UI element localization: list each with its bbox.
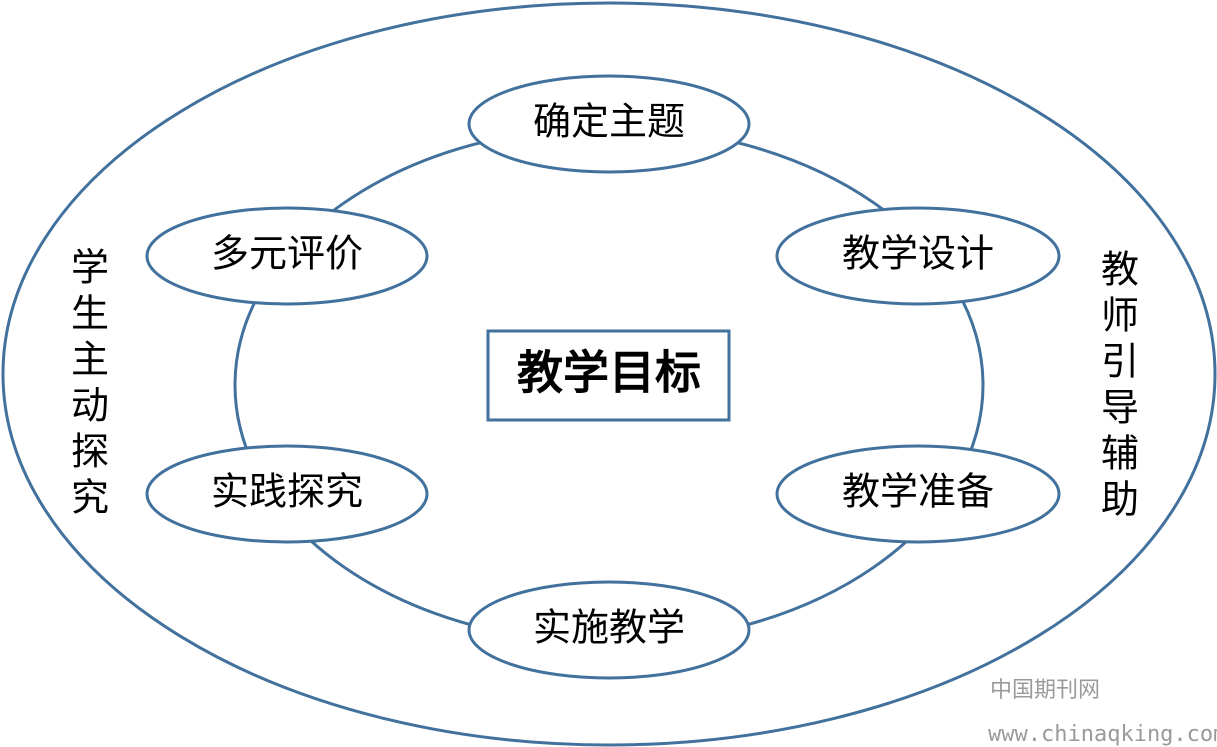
node-label: 实施教学 (533, 606, 685, 650)
node-label: 多元评价 (211, 232, 363, 276)
node-teaching-design: 教学设计 (775, 206, 1061, 306)
node-practice-inquiry: 实践探究 (145, 444, 429, 544)
node-confirm-topic: 确定主题 (467, 74, 751, 174)
node-label: 实践探究 (211, 470, 363, 514)
watermark-name: 中国期刊网 (990, 678, 1100, 703)
side-label-char: 教 (1101, 248, 1139, 292)
center-label: 教学目标 (517, 346, 701, 400)
side-label-char: 探 (71, 430, 109, 474)
node-label: 教学准备 (842, 470, 994, 514)
center-box (486, 329, 731, 422)
node-multi-evaluation: 多元评价 (145, 206, 429, 306)
side-label-char: 学 (71, 246, 109, 290)
node-label: 确定主题 (533, 100, 685, 144)
watermark-url: www.chinaqking.com (988, 722, 1217, 747)
node-label: 教学设计 (842, 232, 994, 276)
side-label-char: 辅 (1101, 432, 1139, 476)
side-label-char: 助 (1101, 478, 1139, 522)
node-teaching-prep: 教学准备 (775, 444, 1061, 544)
side-label-char: 动 (71, 384, 109, 428)
node-implement-teaching: 实施教学 (467, 580, 751, 680)
side-label-char: 究 (71, 476, 109, 520)
side-label-char: 引 (1101, 340, 1139, 384)
side-label-char: 主 (71, 338, 109, 382)
side-label-char: 生 (71, 292, 109, 336)
side-label-char: 导 (1101, 386, 1139, 430)
side-label-char: 师 (1101, 294, 1139, 338)
